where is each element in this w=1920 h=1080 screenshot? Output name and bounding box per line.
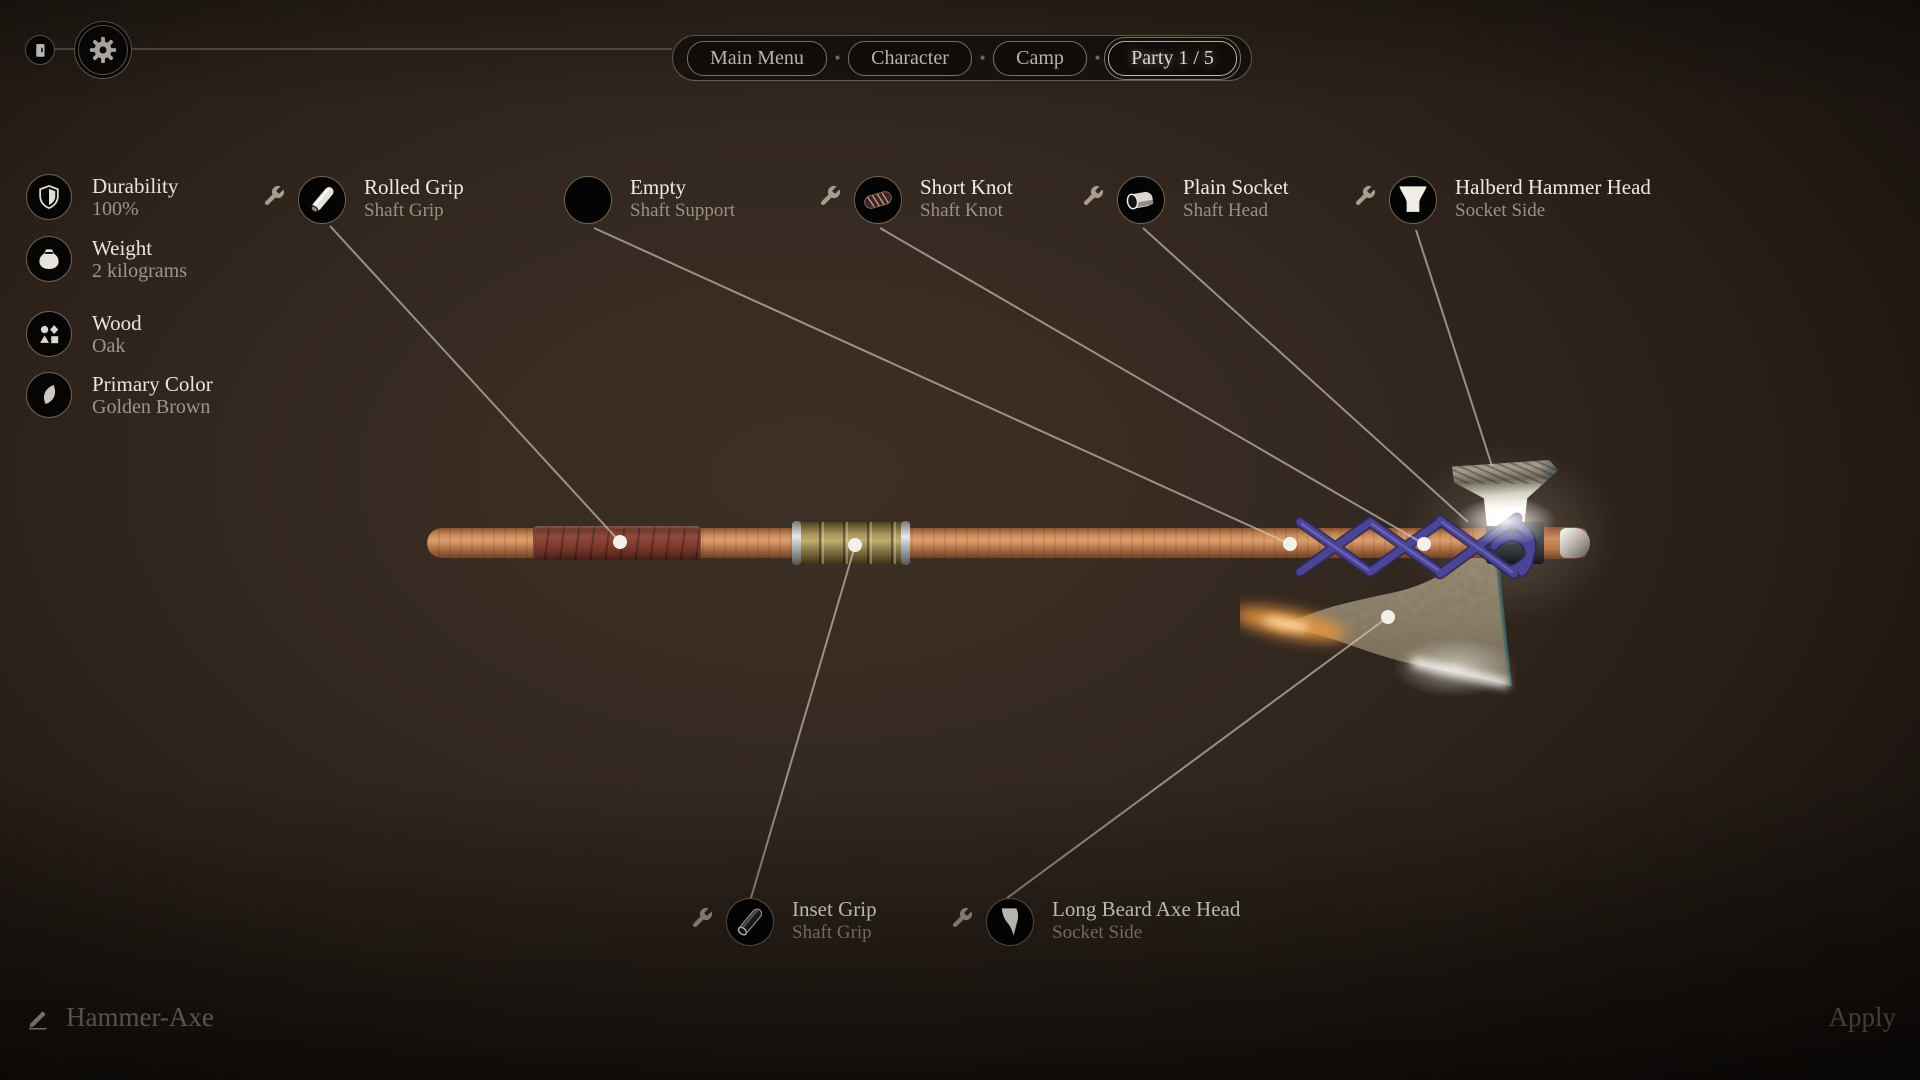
component-shaft-support: Empty Shaft Support xyxy=(564,176,735,224)
shield-icon xyxy=(39,185,59,210)
stat-value: 100% xyxy=(92,198,139,220)
rolled-grip-icon[interactable] xyxy=(298,176,346,224)
stat-primary-color: Primary Color Golden Brown xyxy=(26,372,213,419)
wrench-icon[interactable] xyxy=(818,184,842,208)
weapon-name-text: Hammer-Axe xyxy=(66,1002,214,1032)
axe-head-icon[interactable] xyxy=(986,898,1034,946)
component-name: Halberd Hammer Head xyxy=(1455,175,1651,199)
breadcrumb-separator: • xyxy=(1094,47,1101,68)
weapon-lacing xyxy=(1296,512,1537,580)
component-slot: Socket Side xyxy=(1052,922,1143,943)
breadcrumb-main-menu[interactable]: Main Menu xyxy=(687,40,827,76)
component-rolled-grip: Rolled Grip Shaft Grip xyxy=(262,176,464,224)
stat-weight: Weight 2 kilograms xyxy=(26,236,187,283)
breadcrumb: Main Menu • Character • Camp • Party 1 /… xyxy=(672,35,1252,81)
component-hammer-head: Halberd Hammer Head Socket Side xyxy=(1353,176,1651,224)
hammer-head-icon[interactable] xyxy=(1389,176,1437,224)
empty-slot-icon[interactable] xyxy=(564,176,612,224)
component-slot: Shaft Head xyxy=(1183,200,1268,221)
weapon-shaft-cap xyxy=(1560,528,1590,558)
weight-bag-icon xyxy=(39,249,59,269)
breadcrumb-separator: • xyxy=(834,47,841,68)
wood-shapes-icon xyxy=(40,325,59,344)
stat-value: 2 kilograms xyxy=(92,260,187,282)
stat-wood: Wood Oak xyxy=(26,311,142,358)
component-axe-head: Long Beard Axe Head Socket Side xyxy=(950,898,1240,946)
component-slot: Shaft Knot xyxy=(920,200,1003,221)
component-name: Rolled Grip xyxy=(364,175,464,199)
wrench-icon[interactable] xyxy=(690,906,714,930)
stat-label: Primary Color xyxy=(92,372,213,396)
component-name: Short Knot xyxy=(920,175,1013,199)
pencil-icon[interactable] xyxy=(26,1005,52,1031)
breadcrumb-camp[interactable]: Camp xyxy=(993,40,1087,76)
short-knot-icon[interactable] xyxy=(854,176,902,224)
wrench-icon[interactable] xyxy=(1081,184,1105,208)
settings-button[interactable] xyxy=(78,25,128,75)
exit-button[interactable] xyxy=(25,35,55,65)
apply-button[interactable]: Apply xyxy=(1828,1002,1897,1032)
door-icon xyxy=(36,44,45,57)
wrench-icon[interactable] xyxy=(262,184,286,208)
stat-label: Weight xyxy=(92,236,153,260)
weapon-short-knot xyxy=(792,521,910,565)
component-name: Plain Socket xyxy=(1183,175,1289,199)
plain-socket-icon[interactable] xyxy=(1117,176,1165,224)
component-inset-grip: Inset Grip Shaft Grip xyxy=(690,898,877,946)
color-swatch-icon xyxy=(43,384,56,405)
component-slot: Socket Side xyxy=(1455,200,1546,221)
breadcrumb-party[interactable]: Party 1 / 5 xyxy=(1104,36,1241,80)
component-slot: Shaft Support xyxy=(630,200,736,221)
component-name: Empty xyxy=(630,175,686,199)
gear-icon xyxy=(89,36,117,64)
wrench-icon[interactable] xyxy=(1353,184,1377,208)
stat-label: Wood xyxy=(92,311,142,335)
stat-durability: Durability 100% xyxy=(26,174,178,221)
weapon-rolled-grip xyxy=(533,526,701,560)
component-plain-socket: Plain Socket Shaft Head xyxy=(1081,176,1289,224)
weapon-name-field[interactable]: Hammer-Axe xyxy=(26,1002,214,1033)
stat-value: Oak xyxy=(92,335,126,357)
breadcrumb-character[interactable]: Character xyxy=(848,40,972,76)
component-name: Long Beard Axe Head xyxy=(1052,897,1241,921)
stat-value: Golden Brown xyxy=(92,396,211,418)
component-name: Inset Grip xyxy=(792,897,877,921)
component-slot: Shaft Grip xyxy=(792,922,872,943)
stat-label: Durability xyxy=(92,174,179,198)
breadcrumb-separator: • xyxy=(979,47,986,68)
inset-grip-icon[interactable] xyxy=(726,898,774,946)
component-short-knot: Short Knot Shaft Knot xyxy=(818,176,1013,224)
wrench-icon[interactable] xyxy=(950,906,974,930)
component-slot: Shaft Grip xyxy=(364,200,444,221)
